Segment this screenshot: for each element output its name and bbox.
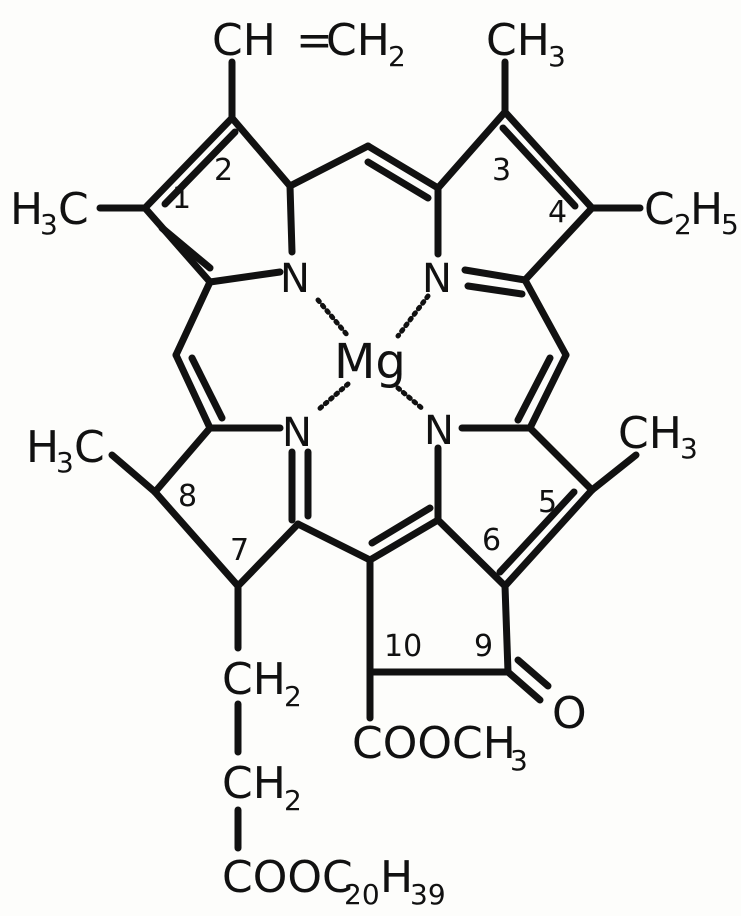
bond-bridge-top-right <box>364 142 442 192</box>
bond-ring3-ca-c5 <box>526 424 596 494</box>
bond-bridge-bottom-right-inner <box>368 504 434 547</box>
label-ethyl-h-sub: 5 <box>721 208 739 241</box>
label-ketone-oxygen: O <box>552 688 587 739</box>
bond-ring1-ca2-n <box>286 182 296 256</box>
coord-mg-n-top-right <box>395 293 431 339</box>
bond-lines <box>96 58 644 852</box>
position-number-6: 6 <box>482 523 501 558</box>
bond-methyl-ring4 <box>108 451 159 496</box>
label-methyl-top-ch: CH <box>486 15 550 66</box>
label-ch2-upper-sub: 2 <box>284 680 302 713</box>
bond-bridge-right-bottom-inner <box>514 354 554 424</box>
label-ethyl-h: H <box>690 184 723 235</box>
label-n-bottom-left: N <box>282 410 312 456</box>
position-number-1: 1 <box>172 181 191 216</box>
bond-ring1-c1-c2-inner <box>161 128 239 208</box>
position-number-8: 8 <box>178 479 197 514</box>
label-phytyl-sub2: 39 <box>410 878 446 911</box>
bond-bridge-left-bottom-inner <box>188 354 226 422</box>
label-phytyl-h: H <box>380 852 413 903</box>
bond-bridge-bottom-left <box>294 520 374 564</box>
bond-methyl-ring3 <box>588 451 640 494</box>
label-vinyl-ch2: CH <box>326 15 390 66</box>
atom-labels: CH = CH 2 CH 3 H 3 C C 2 H 5 N N N N Mg … <box>10 15 739 911</box>
label-ester-cooch: COOCH <box>352 718 516 769</box>
label-ch2-upper: CH <box>222 654 286 705</box>
bond-bridge-bottom-right <box>366 516 442 564</box>
label-n-top-right: N <box>422 256 452 302</box>
bond-ring4-c7-ca <box>234 520 302 590</box>
label-n-top-left: N <box>280 256 310 302</box>
bond-bridge-left-top <box>172 278 214 359</box>
label-vinyl-double-bond: = <box>296 15 333 66</box>
label-phytyl-cooc: COOC <box>222 852 353 903</box>
label-phytyl-sub1: 20 <box>344 878 380 911</box>
position-number-5: 5 <box>538 485 557 520</box>
label-h3c-low-sub: 3 <box>56 446 74 479</box>
label-n-bottom-right: N <box>424 408 454 454</box>
coord-mg-n-bottom-left <box>315 381 351 413</box>
bond-ring1-c1-c2 <box>141 114 236 212</box>
position-number-4: 4 <box>548 195 567 230</box>
position-number-3: 3 <box>492 153 511 188</box>
label-methyl-top-sub: 3 <box>548 40 566 73</box>
bond-bridge-top-right-inner <box>364 158 432 202</box>
label-methyl-right-sub: 3 <box>680 432 698 465</box>
bond-ring1-ca-n <box>206 268 284 286</box>
bond-ketone <box>504 668 544 704</box>
bond-ring2-c4-ca <box>521 204 596 284</box>
bond-ring2-n-ca-inner <box>464 282 526 298</box>
position-number-9: 9 <box>474 629 493 664</box>
bond-bridge-top-left <box>286 142 372 190</box>
bond-ring2-n-ca <box>461 266 529 284</box>
position-numbers: 1 2 3 4 5 6 7 8 9 10 <box>172 153 567 664</box>
label-ethyl-c: C <box>644 184 675 235</box>
bond-ring1-c1-ca-inner <box>158 224 214 272</box>
label-ch2-lower-sub: 2 <box>284 784 302 817</box>
bond-ring2-c3-c4-inner <box>499 124 579 210</box>
bond-bridge-right-bottom <box>526 351 570 432</box>
label-magnesium: Mg <box>334 334 406 390</box>
label-methyl-right-ch: CH <box>618 408 682 459</box>
bond-ring1-c2-ca <box>228 114 294 190</box>
coord-mg-n-bottom-right <box>395 385 427 413</box>
position-number-2: 2 <box>214 153 233 188</box>
label-h3c-low-c: C <box>74 422 105 473</box>
label-vinyl-ch2-sub: 2 <box>388 40 406 73</box>
label-h3c-left-sub: 3 <box>40 208 58 241</box>
position-number-10: 10 <box>384 629 422 664</box>
label-ester-sub: 3 <box>510 744 528 777</box>
mg-coordination-bonds <box>315 293 431 413</box>
label-vinyl-ch: CH <box>212 15 276 66</box>
bond-ring2-c3-ca <box>434 108 509 192</box>
bond-ring2-c3-c4 <box>501 108 596 212</box>
label-ch2-lower: CH <box>222 758 286 809</box>
bond-ring3-c5-c6-inner <box>496 488 578 576</box>
label-h3c-left-c: C <box>58 184 89 235</box>
bond-ring4-ca-c8 <box>151 424 214 496</box>
label-h3c-low-h: H <box>26 422 59 473</box>
bond-bridge-left-bottom <box>172 351 214 432</box>
label-h3c-left-h: H <box>10 184 43 235</box>
label-ethyl-c-sub: 2 <box>674 208 692 241</box>
bond-ring5-c9-c6 <box>501 582 512 676</box>
bond-ring3-c6-ca <box>434 516 509 590</box>
position-number-7: 7 <box>230 533 249 568</box>
bond-ring3-c5-c6 <box>501 486 596 590</box>
bond-ketone-inner <box>514 656 552 690</box>
coord-mg-n-top-left <box>315 297 351 339</box>
bond-bridge-right-top <box>521 276 570 359</box>
bond-ring4-c8-c7 <box>151 488 242 590</box>
